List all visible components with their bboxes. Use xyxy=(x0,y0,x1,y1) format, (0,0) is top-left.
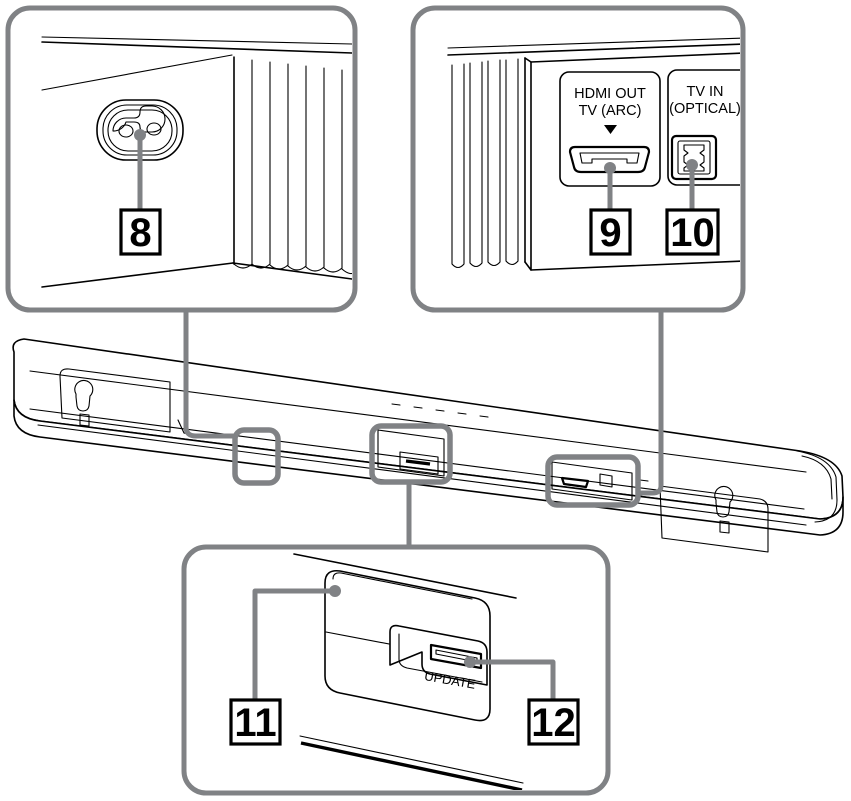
soundbar-right-end-curve xyxy=(796,450,838,523)
panel-power: 8 xyxy=(5,5,358,313)
heat-sink-fins xyxy=(451,57,526,269)
cabinet-top-edge-1 xyxy=(41,36,352,45)
indicator-dashes xyxy=(391,403,489,418)
hdmi-optical-area-on-bar xyxy=(551,461,649,501)
optical-jack-shutter xyxy=(683,144,705,172)
soundbar-seam-3 xyxy=(37,424,807,526)
jack-panel-top xyxy=(530,52,740,63)
callout-11: 11 xyxy=(229,585,341,746)
callout-11-number: 11 xyxy=(234,701,276,745)
callout-11-box xyxy=(229,698,282,746)
soundbar-seam-2 xyxy=(29,408,805,510)
soundbar-seam-1 xyxy=(29,370,807,473)
callout-8-number: 8 xyxy=(129,211,151,255)
cabinet-top-edge-2 xyxy=(447,43,740,56)
soundbar-illustration xyxy=(12,338,844,553)
hdmi-label-line1: HDMI OUT xyxy=(574,86,646,102)
hdmi-label-line2: TV (ARC) xyxy=(579,103,642,119)
wall-mount-slot-right-icon xyxy=(719,520,730,534)
right-end-panel xyxy=(659,485,769,553)
optical-label-line1: TV IN xyxy=(686,84,723,100)
highlight-power-box xyxy=(232,427,281,486)
callout-8: 8 xyxy=(119,129,162,256)
tv-in-optical-jack: TV IN (OPTICAL) xyxy=(667,69,741,186)
hdmi-out-tv-arc-jack: HDMI OUT TV (ARC) xyxy=(559,71,661,187)
right-mount-plate xyxy=(659,485,769,553)
panel-hdmi-optical: HDMI OUT TV (ARC) TV IN (OPTICAL) xyxy=(410,5,746,313)
usb-recess-inner xyxy=(398,633,483,683)
callout-10-box xyxy=(665,208,720,256)
jack-panel-left-edge xyxy=(524,57,532,271)
callout-10: 10 xyxy=(665,159,720,256)
optical-jack-on-bar xyxy=(599,473,613,488)
panel-usb-update: UPDATE 11 12 xyxy=(181,544,611,796)
cabinet-top-edge-2 xyxy=(41,41,352,54)
usb-update-cover-on-bar xyxy=(377,429,445,477)
bottom-cover-inner-edge xyxy=(332,572,473,600)
chassis-top-edge xyxy=(293,553,517,599)
chassis-bottom-edge-thick xyxy=(300,741,523,790)
callout-8-box xyxy=(119,208,162,256)
rear-face-bottom-right xyxy=(232,262,352,280)
hdmi-jack-on-bar xyxy=(560,476,590,489)
highlight-hdmi-box xyxy=(545,454,641,508)
callout-9-number: 9 xyxy=(599,211,621,255)
highlight-hdmi-optical-area xyxy=(545,310,664,508)
highlight-usb-area xyxy=(369,423,453,547)
chassis-bottom-edge-thin xyxy=(299,735,524,784)
soundbar-right-end-curve2 xyxy=(801,455,833,500)
leader-panel8-to-bar xyxy=(183,310,235,439)
panel-power-frame xyxy=(5,5,358,313)
rear-face-bottom xyxy=(41,262,234,288)
leader-panel9-to-bar xyxy=(638,310,664,496)
callout-12-number: 12 xyxy=(531,701,576,745)
callout-12: 12 xyxy=(464,656,580,746)
left-end-panel xyxy=(59,368,171,433)
callout-11-leader xyxy=(252,588,335,700)
hdmi-connector-inner xyxy=(579,152,640,164)
soundbar-body-top xyxy=(12,338,844,520)
wall-mount-keyhole-left-icon xyxy=(74,379,94,412)
callout-12-leader xyxy=(470,659,556,700)
callout-12-box xyxy=(527,698,580,746)
highlight-power-area xyxy=(183,310,281,486)
wall-mount-slot-left-icon xyxy=(79,413,90,427)
callout-9-box xyxy=(589,208,632,256)
optical-label-line2: (OPTICAL) xyxy=(669,101,741,117)
hdmi-orientation-triangle-icon xyxy=(604,125,617,134)
wall-mount-keyhole-right-icon xyxy=(714,485,734,518)
callout-9: 9 xyxy=(589,162,632,256)
jack-panel-bottom xyxy=(530,260,740,271)
cabinet-top-bevel xyxy=(41,54,233,91)
cabinet-top-edge-1 xyxy=(447,37,740,49)
left-mount-plate xyxy=(59,368,171,433)
callout-10-number: 10 xyxy=(670,211,715,255)
